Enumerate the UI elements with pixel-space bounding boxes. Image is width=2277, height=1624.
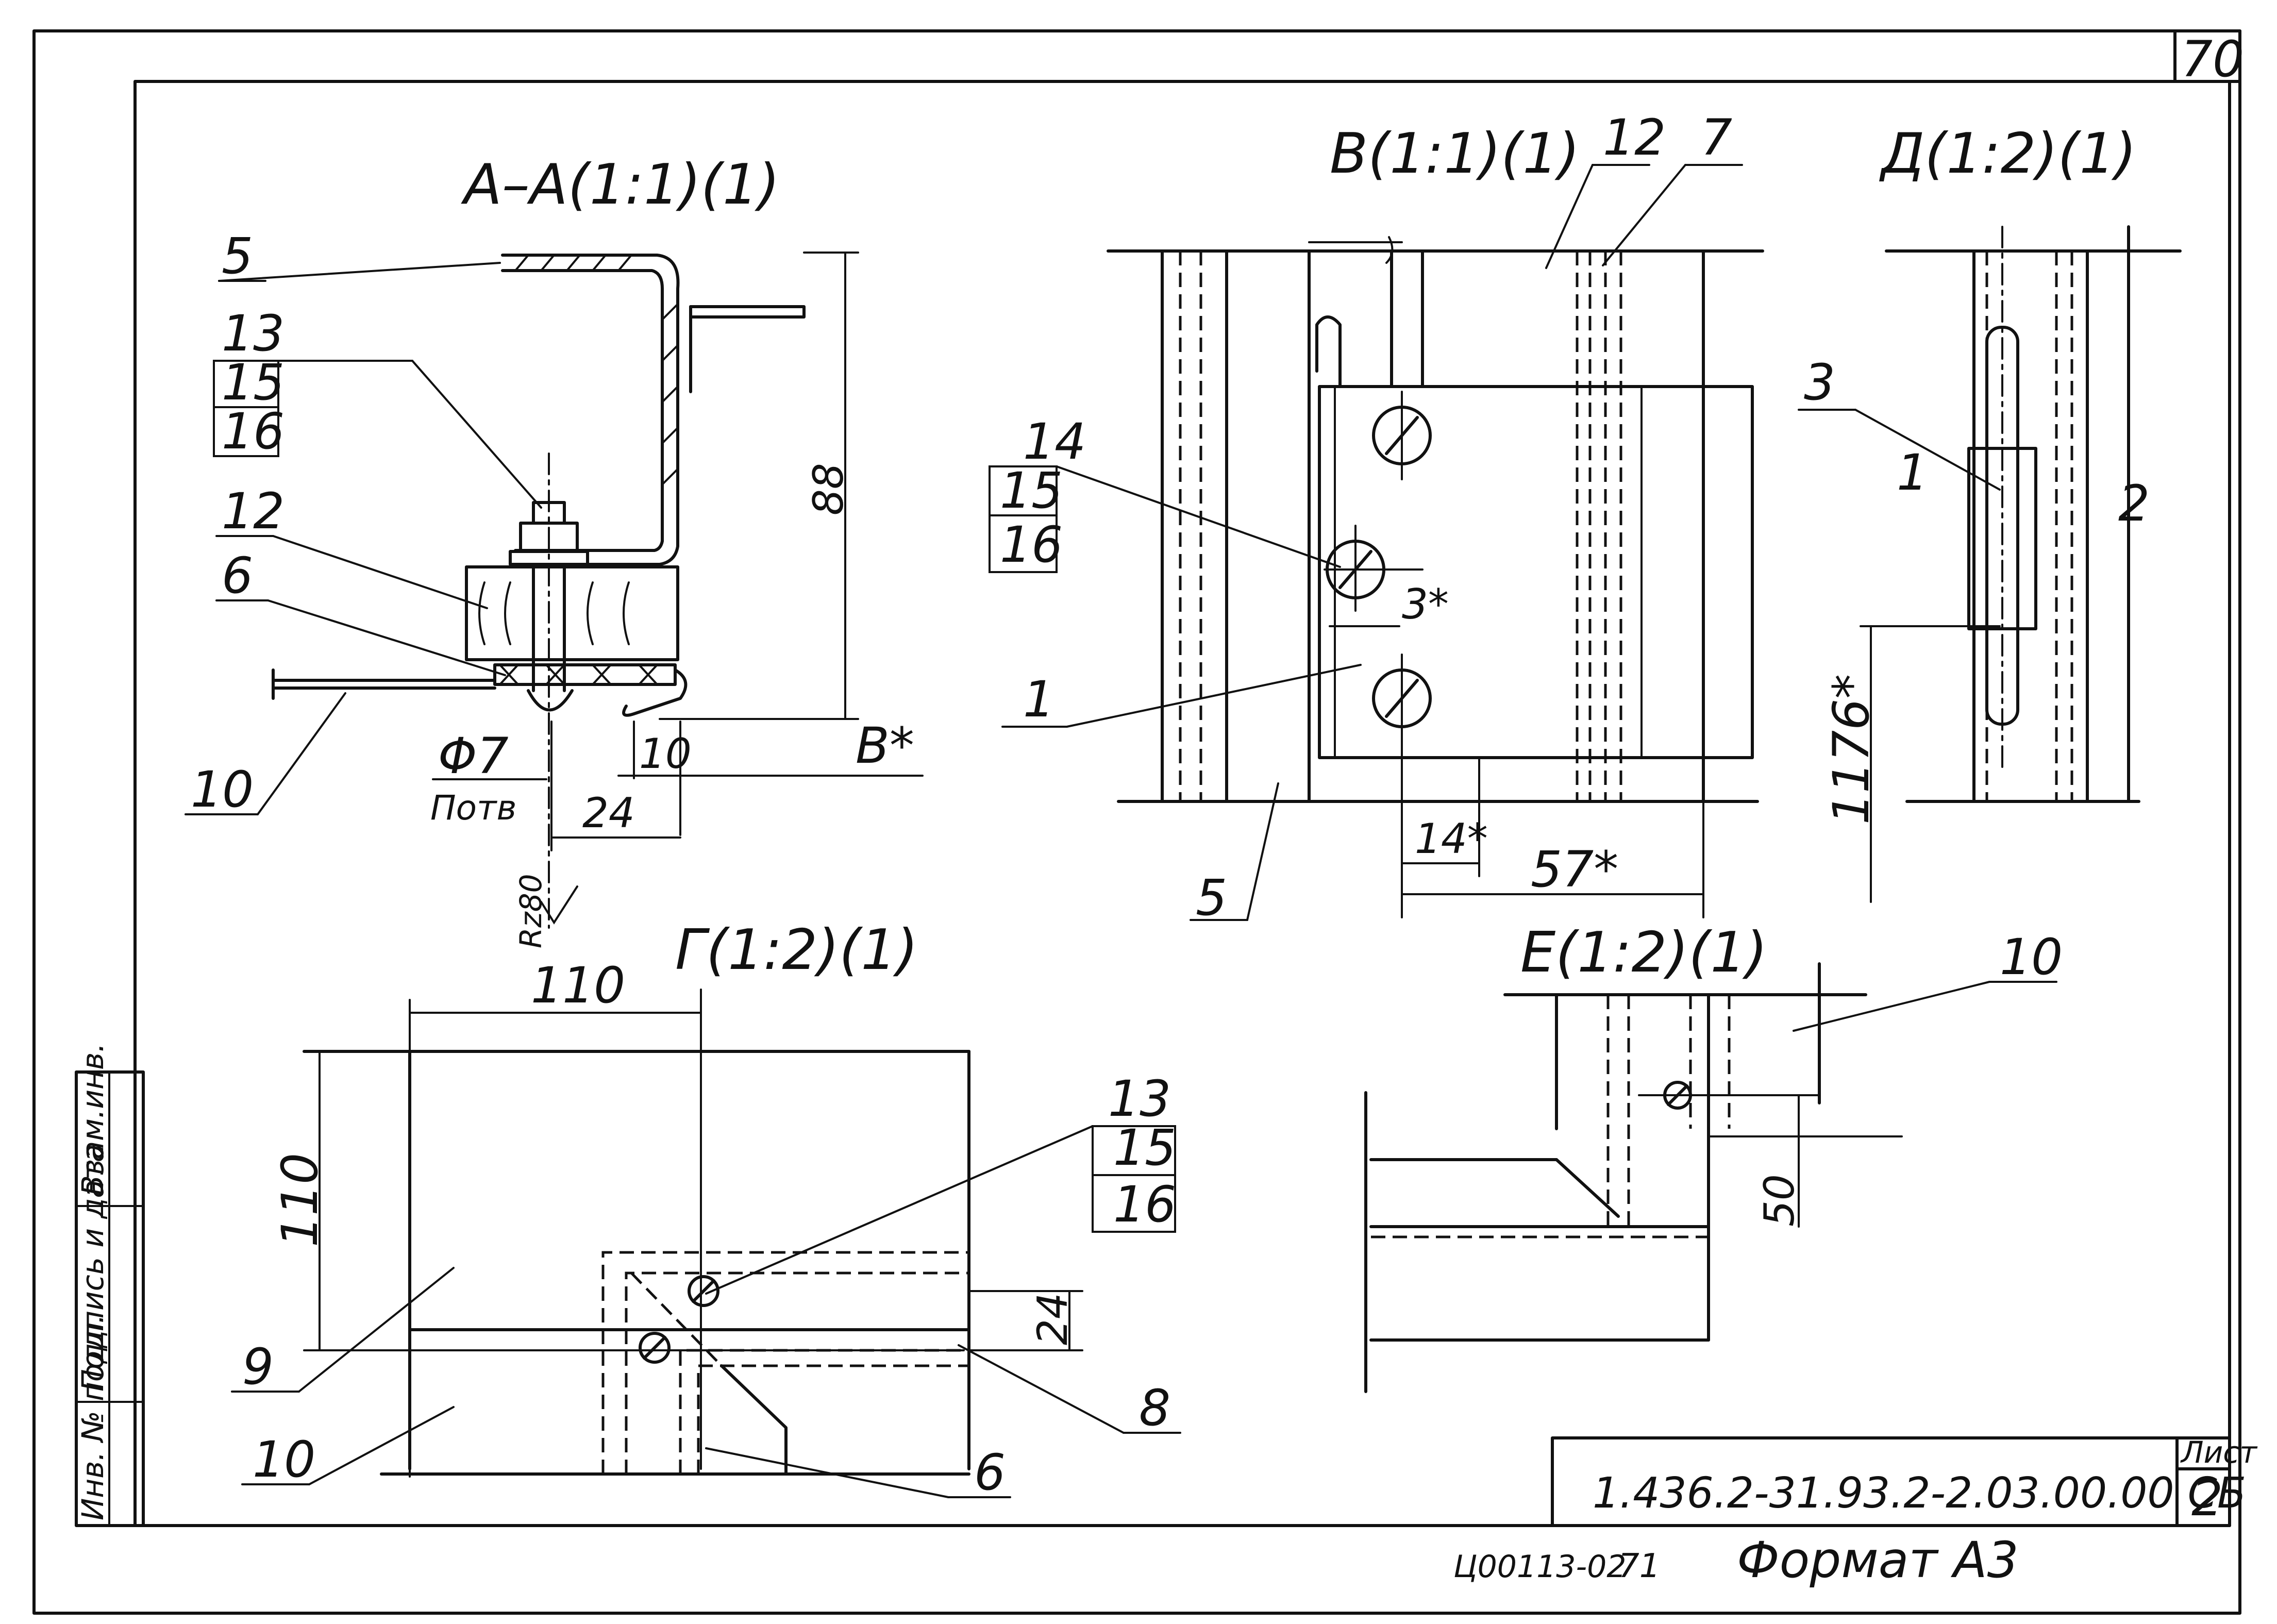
callout-g-13: 13 bbox=[1108, 1070, 1171, 1128]
profile-hatch bbox=[514, 254, 679, 485]
footer-code: Ц00113-02 bbox=[1453, 1549, 1626, 1585]
callout-b-16: 16 bbox=[1000, 516, 1063, 574]
callout-e-10: 10 bbox=[2000, 928, 2063, 986]
dim-g-24: 24 bbox=[1029, 1293, 1077, 1345]
title-block: 1.436.2-31.93.2-2.03.00.00 СБ Лист 2 bbox=[1551, 1435, 2258, 1527]
callout-b-5: 5 bbox=[1196, 869, 1227, 927]
callout-aa-12: 12 bbox=[222, 482, 284, 540]
callout-g-10: 10 bbox=[253, 1431, 315, 1488]
dim-hole: Потв bbox=[430, 788, 516, 828]
stamp-replace: Взам.инв. bbox=[75, 1043, 110, 1196]
dim-1176: 1176* bbox=[1822, 674, 1880, 825]
plate-6 bbox=[493, 663, 677, 686]
callout-g-15: 15 bbox=[1113, 1119, 1176, 1177]
callout-g-6: 6 bbox=[974, 1444, 1006, 1501]
side-stamp: Инв. № подл. Подпись и дата Взам.инв. bbox=[75, 1043, 145, 1527]
hinge-plate bbox=[1318, 385, 1754, 759]
callout-aa-15: 15 bbox=[222, 354, 284, 411]
callout-aa-13: 13 bbox=[222, 305, 284, 362]
callout-g-16: 16 bbox=[1113, 1176, 1176, 1233]
screw-1 bbox=[1372, 391, 1432, 480]
callout-aa-16: 16 bbox=[222, 403, 284, 460]
right-flange bbox=[689, 305, 806, 319]
profile-inner bbox=[501, 269, 664, 552]
view-d: Д(1:2)(1) 1 2 3 1176* bbox=[1798, 122, 2182, 903]
dim-b: В* bbox=[856, 717, 914, 775]
sheet-number: 70 bbox=[2181, 30, 2244, 88]
bolt-g-1 bbox=[688, 1275, 719, 1307]
callout-b-12: 12 bbox=[1603, 109, 1666, 166]
callout-aa-10: 10 bbox=[191, 761, 254, 818]
bolt-g-2 bbox=[639, 1332, 671, 1364]
sheet-frame: 70 bbox=[32, 29, 2244, 1615]
footer: Ц00113-02 71 Формат А3 bbox=[1453, 1531, 2019, 1589]
callout-b-15: 15 bbox=[1000, 462, 1063, 520]
footer-number: 71 bbox=[1618, 1547, 1660, 1585]
screw-3 bbox=[1372, 654, 1432, 743]
screw-2 bbox=[1324, 525, 1424, 612]
view-b: В(1:1)(1) bbox=[989, 109, 1764, 927]
mark-1: 1 bbox=[1897, 444, 1928, 501]
view-g: Г(1:2)(1) 110 110 24 13 bbox=[231, 918, 1181, 1501]
callout-b-7: 7 bbox=[1701, 109, 1732, 166]
callout-b-14: 14 bbox=[1023, 413, 1086, 471]
view-aa-title: А–А(1:1)(1) bbox=[461, 153, 780, 217]
document-code: 1.436.2-31.93.2-2.03.00.00 СБ bbox=[1593, 1469, 2246, 1518]
roughness: Rz80 bbox=[513, 874, 548, 948]
bolt bbox=[509, 453, 589, 929]
dim-24: 24 bbox=[582, 789, 635, 837]
dim-10: 10 bbox=[639, 730, 692, 778]
mark-2: 2 bbox=[2118, 475, 2150, 532]
callout-b-1: 1 bbox=[1023, 671, 1054, 728]
dim-g-110-left: 110 bbox=[271, 1153, 329, 1247]
callout-aa-5: 5 bbox=[222, 227, 253, 285]
dim-3: 3* bbox=[1402, 580, 1449, 628]
dim-14: 14* bbox=[1415, 815, 1488, 863]
view-section-aa: А–А(1:1)(1) bbox=[185, 153, 924, 948]
seal-block bbox=[465, 565, 679, 661]
list-value: 2 bbox=[2191, 1469, 2223, 1527]
view-b-title: В(1:1)(1) bbox=[1330, 122, 1580, 186]
view-g-title: Г(1:2)(1) bbox=[675, 918, 918, 982]
dim-e-50: 50 bbox=[1755, 1174, 1803, 1227]
callout-g-8: 8 bbox=[1139, 1379, 1170, 1437]
stamp-inv: Инв. № подл. bbox=[75, 1314, 110, 1520]
profile-outer bbox=[501, 254, 680, 566]
view-d-title: Д(1:2)(1) bbox=[1879, 122, 2136, 186]
callout-d-3: 3 bbox=[1804, 354, 1835, 411]
dim-57: 57* bbox=[1531, 841, 1618, 898]
dim-g-110-top: 110 bbox=[531, 957, 625, 1014]
view-e: Е(1:2)(1) 50 10 bbox=[1364, 920, 2063, 1393]
callout-g-9: 9 bbox=[242, 1338, 274, 1396]
view-e-title: Е(1:2)(1) bbox=[1520, 920, 1767, 985]
format-label: Формат А3 bbox=[1737, 1531, 2019, 1589]
dim-phi: Φ7 bbox=[438, 727, 509, 785]
stamp-sign: Подпись и дата bbox=[75, 1144, 110, 1392]
list-label: Лист bbox=[2180, 1435, 2258, 1470]
callout-aa-6: 6 bbox=[222, 547, 253, 605]
dim-88: 88 bbox=[805, 463, 852, 515]
